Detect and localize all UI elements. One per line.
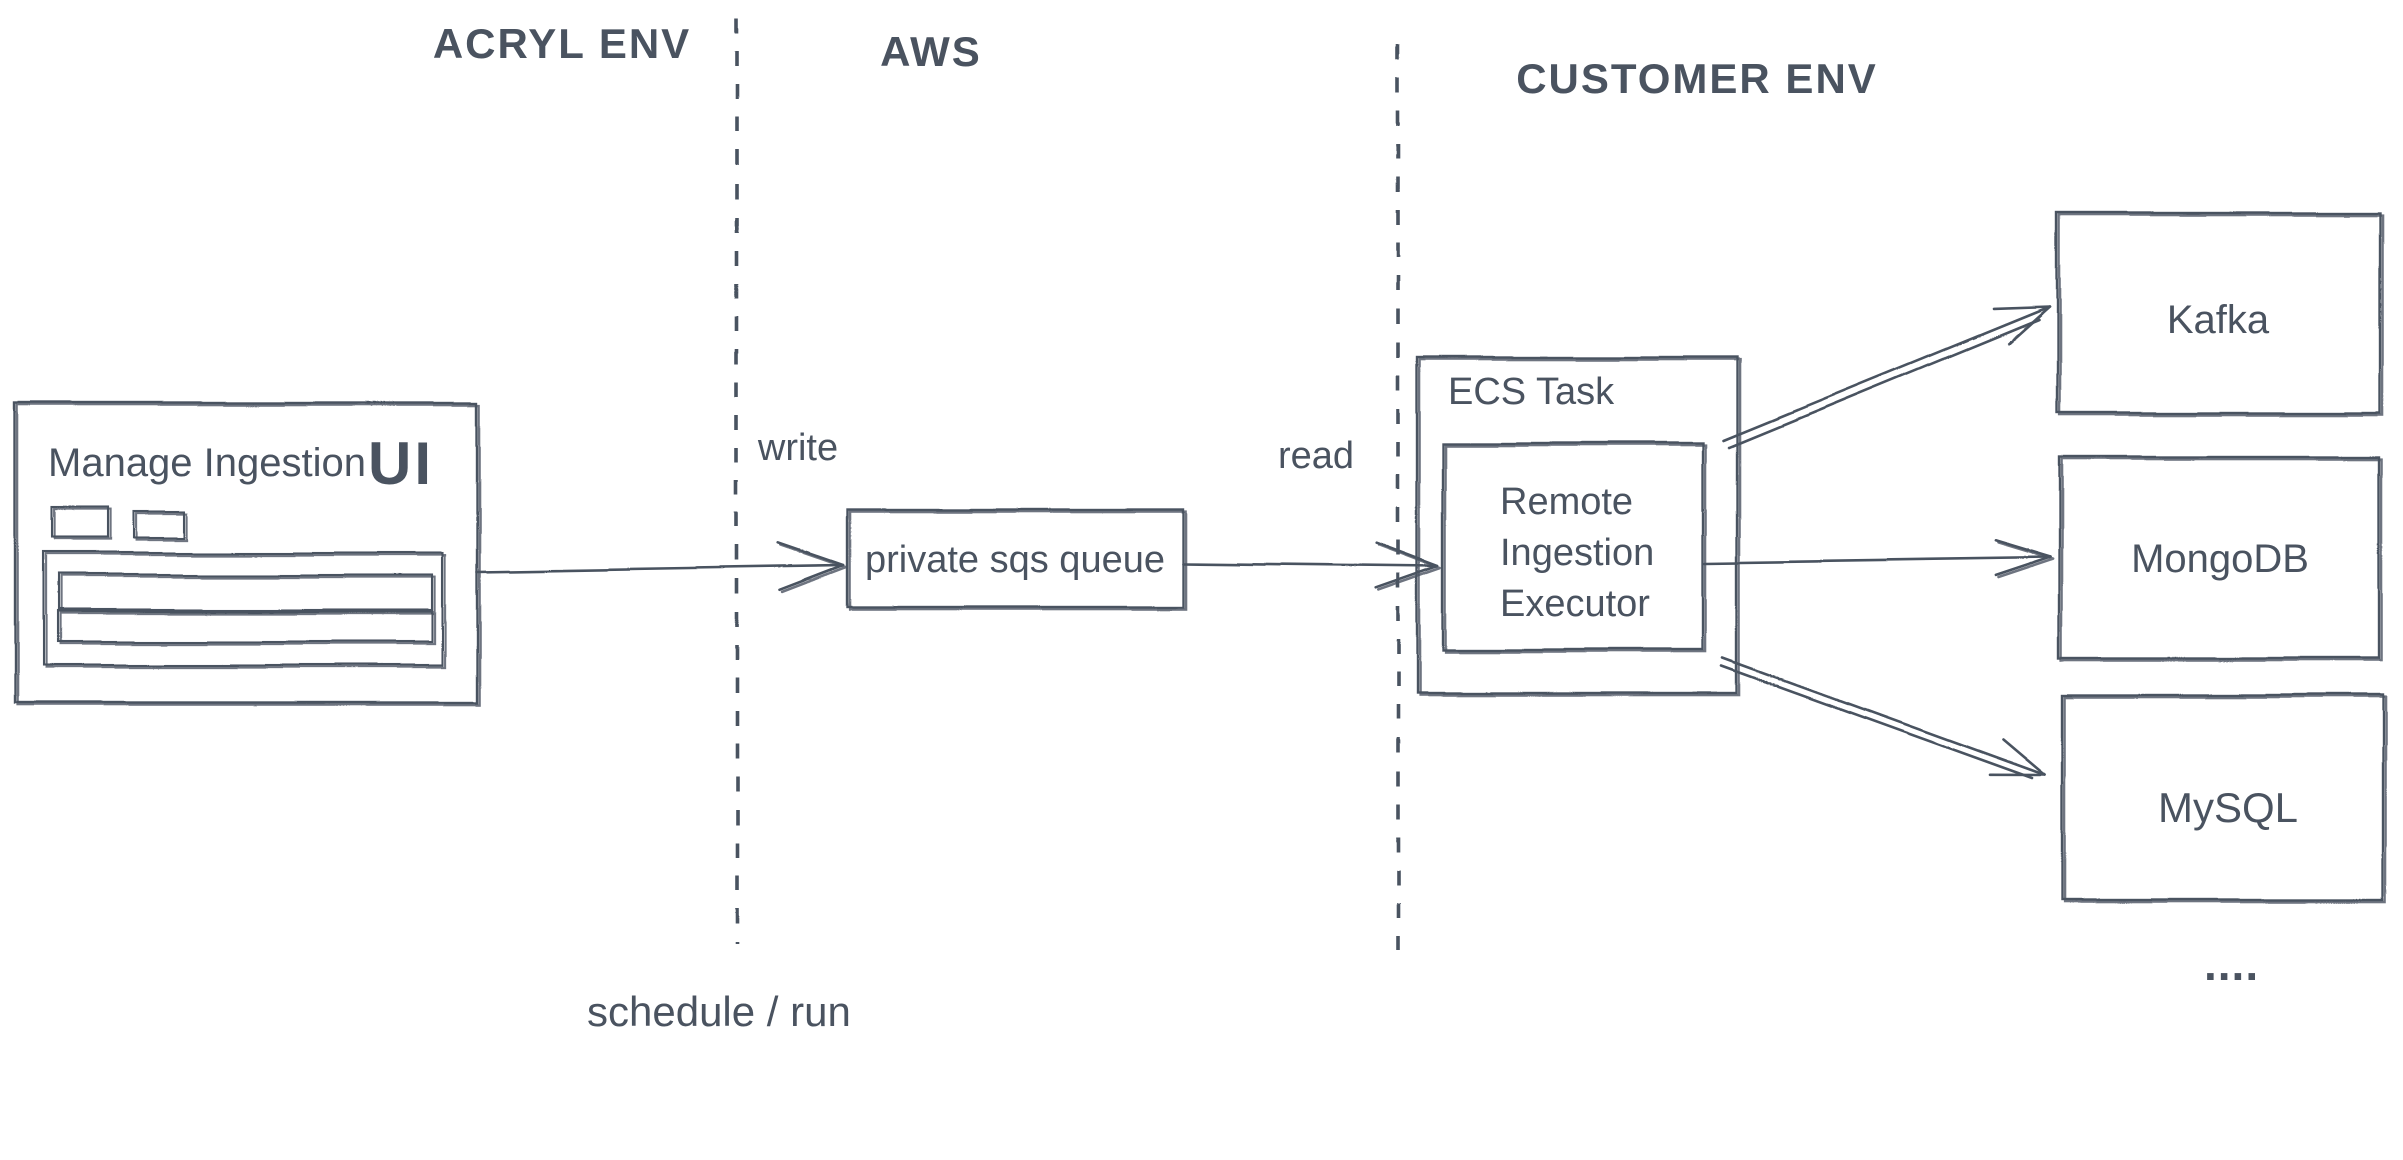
read-label: read bbox=[1278, 435, 1354, 477]
mongodb-box bbox=[2057, 455, 2382, 660]
arrow-executor-to-mysql bbox=[1720, 656, 2047, 780]
executor-label-line3: Executor bbox=[1500, 583, 1650, 625]
ui-list-row-2 bbox=[55, 610, 435, 644]
executor-label-line1: Remote bbox=[1500, 481, 1633, 523]
ui-list-panel bbox=[41, 551, 445, 667]
mysql-box bbox=[2061, 693, 2385, 902]
arrow-executor-to-mongodb bbox=[1703, 539, 2054, 579]
manage-ingestion-ui-box bbox=[13, 401, 481, 706]
sqs-queue-label: private sqs queue bbox=[865, 539, 1165, 581]
more-targets-ellipsis: .... bbox=[2204, 938, 2259, 990]
ui-button-2 bbox=[131, 510, 187, 540]
ui-badge: UI bbox=[368, 430, 434, 497]
kafka-box bbox=[2055, 210, 2382, 415]
arrow-executor-to-kafka bbox=[1721, 305, 2051, 449]
arrow-queue-to-executor bbox=[1181, 541, 1442, 592]
write-label: write bbox=[757, 427, 838, 469]
zone-label-aws: AWS bbox=[880, 28, 982, 75]
schedule-run-label: schedule / run bbox=[587, 988, 851, 1035]
executor-label-line2: Ingestion bbox=[1500, 532, 1654, 574]
mongodb-label: MongoDB bbox=[2131, 537, 2309, 581]
remote-ingestion-executor-box bbox=[1441, 441, 1705, 652]
ui-list-row-1 bbox=[56, 573, 435, 612]
ecs-task-box bbox=[1415, 355, 1741, 697]
ui-button-1 bbox=[50, 506, 109, 540]
ecs-task-label: ECS Task bbox=[1448, 371, 1615, 413]
manage-ingestion-title: Manage Ingestion bbox=[48, 441, 366, 485]
sqs-queue-box bbox=[845, 508, 1185, 609]
arrow-ui-to-queue bbox=[475, 542, 847, 594]
zone-label-acryl-env: ACRYL ENV bbox=[433, 20, 691, 67]
mysql-label: MySQL bbox=[2158, 784, 2298, 831]
zone-label-customer-env: CUSTOMER ENV bbox=[1516, 55, 1878, 102]
kafka-label: Kafka bbox=[2167, 298, 2270, 342]
